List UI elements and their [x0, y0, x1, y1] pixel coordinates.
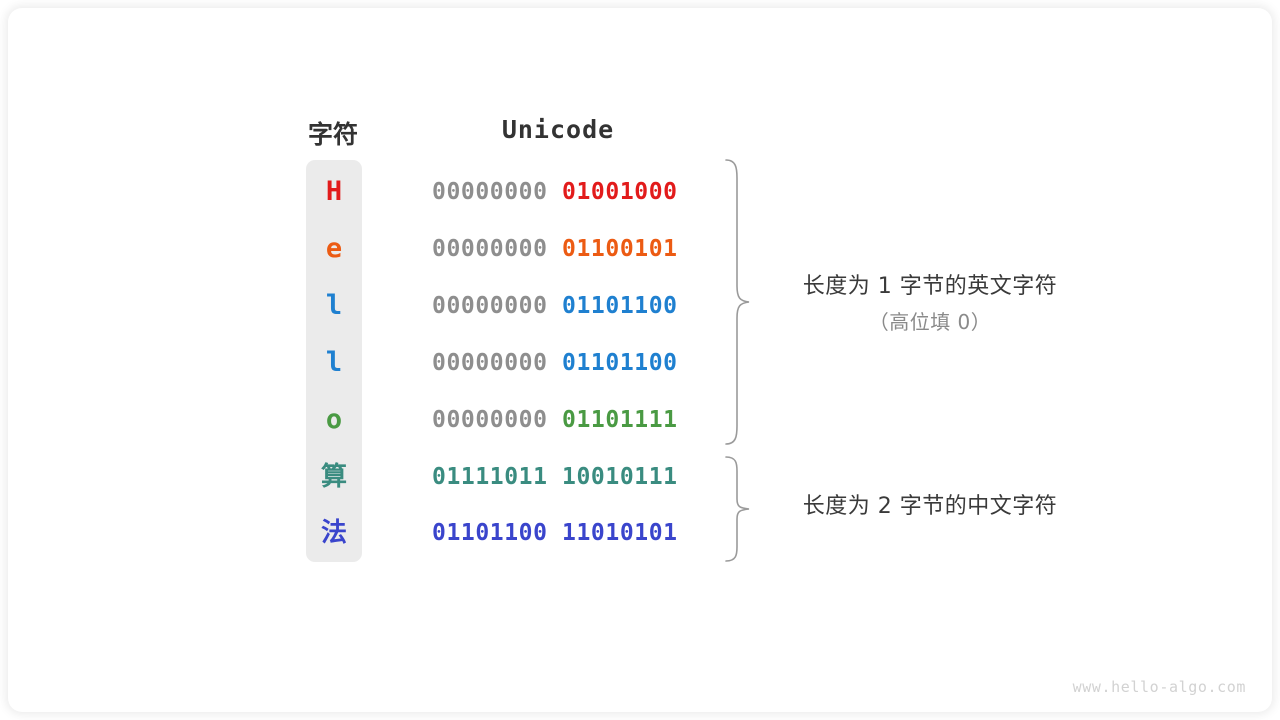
unicode-high-byte: 00000000 [432, 350, 548, 376]
unicode-low-byte: 10010111 [562, 464, 678, 490]
unicode-high-byte: 00000000 [432, 293, 548, 319]
unicode-bits-cell: 01111011 10010111 [432, 457, 678, 497]
annotation-two-byte-line1: 长度为 2 字节的中文字符 [802, 494, 1058, 519]
unicode-high-byte: 00000000 [432, 179, 548, 205]
character-cell: H [325, 176, 343, 207]
character-cell: 法 [320, 518, 347, 548]
table-row: 算 01111011 10010111 [306, 457, 726, 497]
unicode-high-byte: 01101100 [432, 520, 548, 546]
byte-separator [548, 520, 562, 546]
unicode-bits-cell: 00000000 01100101 [432, 229, 678, 269]
byte-separator [548, 293, 562, 319]
table-row: e 00000000 01100101 [306, 229, 726, 269]
unicode-bits-cell: 00000000 01001000 [432, 172, 678, 212]
annotation-one-byte-line2: （高位填 0） [868, 310, 992, 334]
unicode-low-byte: 01101100 [562, 293, 678, 319]
character-cell: o [325, 404, 343, 435]
column-header-character: 字符 [307, 121, 358, 149]
table-row: l 00000000 01101100 [306, 343, 726, 383]
unicode-bits-cell: 00000000 01101100 [432, 343, 678, 383]
unicode-low-byte: 01101111 [562, 407, 678, 433]
annotation-two-byte: 长度为 2 字节的中文字符 [768, 488, 1092, 520]
unicode-high-byte: 00000000 [432, 407, 548, 433]
brace-one-byte-group [725, 159, 750, 445]
site-watermark: www.hello-algo.com [1072, 678, 1246, 696]
table-row: o 00000000 01101111 [306, 400, 726, 440]
annotation-one-byte: 长度为 1 字节的英文字符 （高位填 0） [768, 268, 1092, 335]
unicode-low-byte: 01100101 [562, 236, 678, 262]
character-cell: l [325, 290, 343, 321]
brace-two-byte-group [725, 456, 750, 562]
annotation-one-byte-line1: 长度为 1 字节的英文字符 [802, 274, 1058, 299]
character-cell: l [325, 347, 343, 378]
byte-separator [548, 407, 562, 433]
column-header-unicode: Unicode [501, 115, 615, 144]
table-row: H 00000000 01001000 [306, 172, 726, 212]
unicode-bits-cell: 00000000 01101100 [432, 286, 678, 326]
unicode-high-byte: 01111011 [432, 464, 548, 490]
character-column-background [306, 160, 362, 562]
byte-separator [548, 179, 562, 205]
table-row: l 00000000 01101100 [306, 286, 726, 326]
byte-separator [548, 236, 562, 262]
diagram-card [8, 8, 1272, 712]
byte-separator [548, 464, 562, 490]
character-cell: 算 [320, 462, 347, 492]
unicode-bits-cell: 00000000 01101111 [432, 400, 678, 440]
unicode-low-byte: 11010101 [562, 520, 678, 546]
character-cell: e [325, 233, 343, 264]
unicode-high-byte: 00000000 [432, 236, 548, 262]
table-row: 法 01101100 11010101 [306, 513, 726, 553]
unicode-low-byte: 01101100 [562, 350, 678, 376]
byte-separator [548, 350, 562, 376]
unicode-low-byte: 01001000 [562, 179, 678, 205]
unicode-bits-cell: 01101100 11010101 [432, 513, 678, 553]
